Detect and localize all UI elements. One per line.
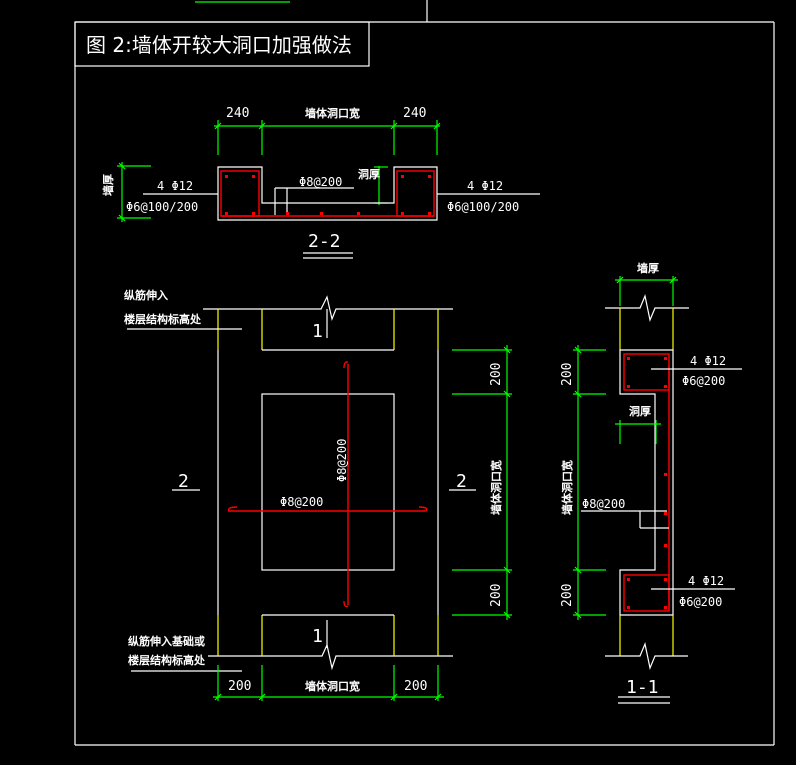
dim-1-1-top-200: 200 xyxy=(560,363,575,386)
dim-left-240: 240 xyxy=(226,106,249,121)
section-mark-1-bottom: 1 xyxy=(312,626,323,647)
note-bottom-line-2: 楼层结构标高处 xyxy=(128,653,206,667)
rebar-horizontal-label: Φ8@200 xyxy=(280,495,323,509)
rebar-cage-top xyxy=(623,353,670,391)
section-mark-2-left: 2 xyxy=(178,471,189,492)
callout-1-1-middle: Φ8@200 xyxy=(582,497,625,511)
dim-bottom-opening: 墙体洞口宽 xyxy=(305,679,360,693)
drawing-title: 图 2:墙体开较大洞口加强做法 xyxy=(86,33,352,57)
elevation-view xyxy=(127,295,512,701)
section-2-2: 240 墙体洞口宽 240 墙厚 洞厚 2-2 xyxy=(101,106,540,259)
dim-wall-thickness: 墙厚 xyxy=(101,174,115,196)
dim-hole-thickness: 洞厚 xyxy=(358,167,380,181)
section-1-1 xyxy=(573,276,742,704)
note-top-line-2: 楼层结构标高处 xyxy=(124,312,202,326)
dim-1-1-bottom-200: 200 xyxy=(560,584,575,607)
break-line-top xyxy=(203,295,453,322)
break-line-1-1-top xyxy=(605,293,689,323)
dim-right-top-200: 200 xyxy=(489,363,504,386)
note-bottom-line-1: 纵筋伸入基础或 xyxy=(128,634,205,648)
dim-1-1-wall-thickness: 墙厚 xyxy=(637,261,659,275)
callout-1-1-top-main: 4 Φ12 xyxy=(690,354,726,368)
dim-right-opening: 墙体洞口宽 xyxy=(489,460,503,515)
callout-1-1-bottom-stirrup: Φ6@200 xyxy=(679,595,722,609)
rebar-cage-bottom xyxy=(623,574,670,612)
dim-right-240: 240 xyxy=(403,106,426,121)
note-top-line-1: 纵筋伸入 xyxy=(124,288,168,302)
break-line-1-1-bottom xyxy=(605,641,688,671)
dim-1-1-opening: 墙体洞口宽 xyxy=(560,460,574,515)
callout-left-stirrups: Φ6@100/200 xyxy=(126,200,198,214)
section-mark-2-right: 2 xyxy=(456,471,467,492)
dim-1-1-hole-thickness: 洞厚 xyxy=(629,404,651,418)
section-mark-1-top: 1 xyxy=(312,321,323,342)
callout-right-stirrups: Φ6@100/200 xyxy=(447,200,519,214)
section-label-1-1: 1-1 xyxy=(626,677,659,698)
dim-bottom-left-200: 200 xyxy=(228,679,251,694)
callout-1-1-top-stirrup: Φ6@200 xyxy=(682,374,725,388)
callout-middle-bars: Φ8@200 xyxy=(299,175,342,189)
dim-right-bottom-200: 200 xyxy=(489,584,504,607)
rebar-vertical-label: Φ8@200 xyxy=(335,439,349,482)
callout-right-main-bars: 4 Φ12 xyxy=(467,179,503,193)
callout-1-1-bottom-main: 4 Φ12 xyxy=(688,574,724,588)
break-line-bottom xyxy=(208,643,453,671)
section-label-2-2: 2-2 xyxy=(308,231,341,252)
title-box xyxy=(74,21,370,67)
section-2-2-dimensions xyxy=(117,120,441,222)
drawing-frame xyxy=(74,0,775,746)
opening-outline xyxy=(261,393,395,571)
dim-opening-width: 墙体洞口宽 xyxy=(305,106,360,120)
section-2-2-outline xyxy=(217,166,438,221)
dim-bottom-right-200: 200 xyxy=(404,679,427,694)
callout-left-main-bars: 4 Φ12 xyxy=(157,179,193,193)
